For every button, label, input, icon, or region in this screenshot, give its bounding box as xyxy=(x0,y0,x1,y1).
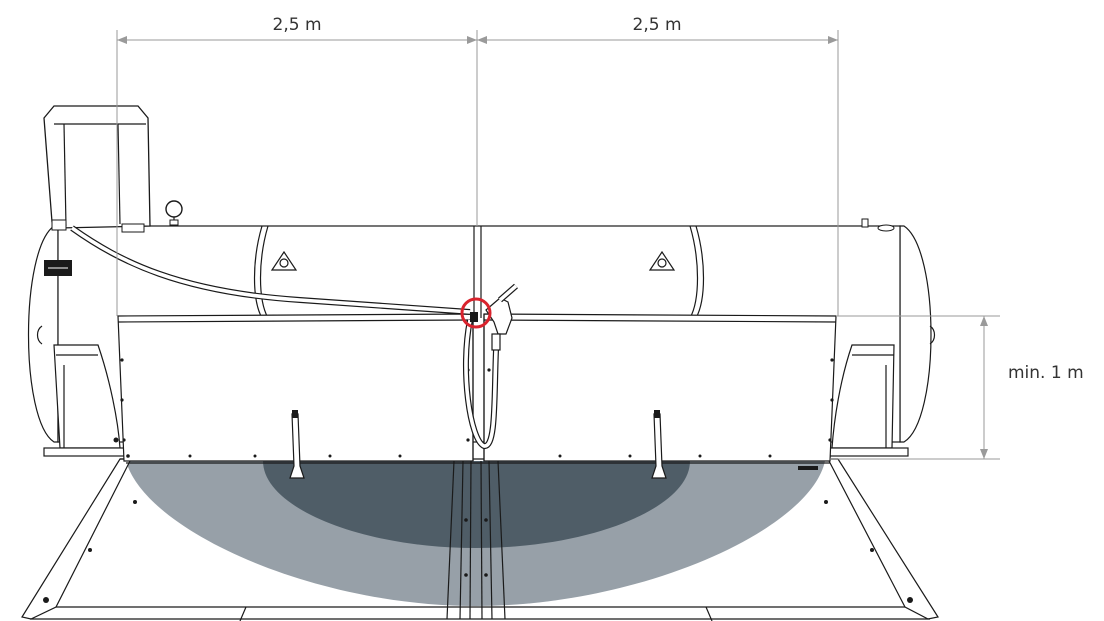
tank-left-end xyxy=(27,225,59,443)
dimension-label-height: min. 1 m xyxy=(1008,363,1084,383)
highlight-circle xyxy=(460,297,492,329)
fuel-hose xyxy=(70,225,518,449)
fuel-nozzle-icon xyxy=(485,283,518,351)
frame-right-rail xyxy=(827,458,939,620)
left-saddle xyxy=(43,344,127,457)
panel-handle-right xyxy=(651,410,667,479)
frame-left-rail xyxy=(21,458,132,620)
tank-right-end xyxy=(899,225,932,443)
saddle-supports xyxy=(43,344,909,457)
lifting-lug-icon xyxy=(270,250,298,271)
hazard-zones xyxy=(126,461,825,606)
dimension-label-left: 2,5 m xyxy=(273,15,322,35)
front-panel xyxy=(117,313,837,479)
dimension-label-right: 2,5 m xyxy=(633,15,682,35)
inner-hazard-zone xyxy=(263,461,690,548)
lifting-lug-icon xyxy=(648,250,676,271)
dispenser-cabinet xyxy=(43,105,183,233)
panel-handle-left xyxy=(289,410,305,479)
pressure-gauge-icon xyxy=(165,200,183,226)
dimension-lines xyxy=(116,30,1000,460)
